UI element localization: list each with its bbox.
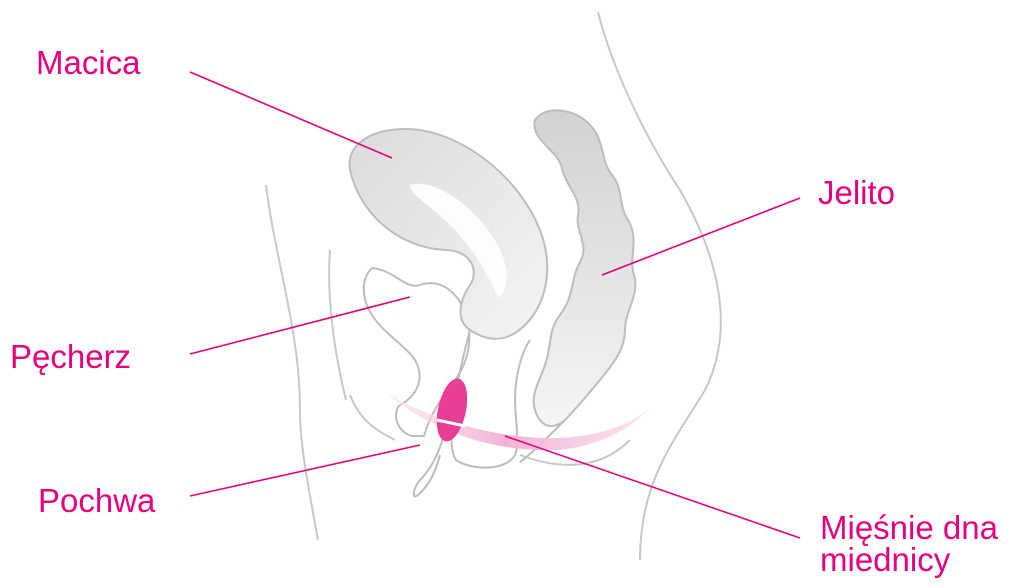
label-pecherz: Pęcherz [10, 340, 131, 373]
label-pochwa: Pochwa [38, 484, 155, 517]
body-outline-front-thigh [266, 185, 318, 540]
body-outline-front-inner [329, 250, 346, 400]
label-miesnie-line2: miednicy [820, 544, 998, 576]
leader-line-pecherz [190, 297, 410, 354]
device-string [414, 438, 443, 496]
leader-line-macica [190, 72, 392, 158]
leader-line-pochwa [190, 445, 420, 496]
label-miesnie-dna-miednicy: Mięśnie dna miednicy [820, 512, 998, 576]
leader-line-miesnie [505, 436, 800, 538]
label-miesnie-line1: Mięśnie dna [820, 512, 998, 544]
label-macica: Macica [36, 46, 141, 79]
label-jelito: Jelito [818, 176, 895, 209]
thigh-outline [350, 395, 395, 440]
